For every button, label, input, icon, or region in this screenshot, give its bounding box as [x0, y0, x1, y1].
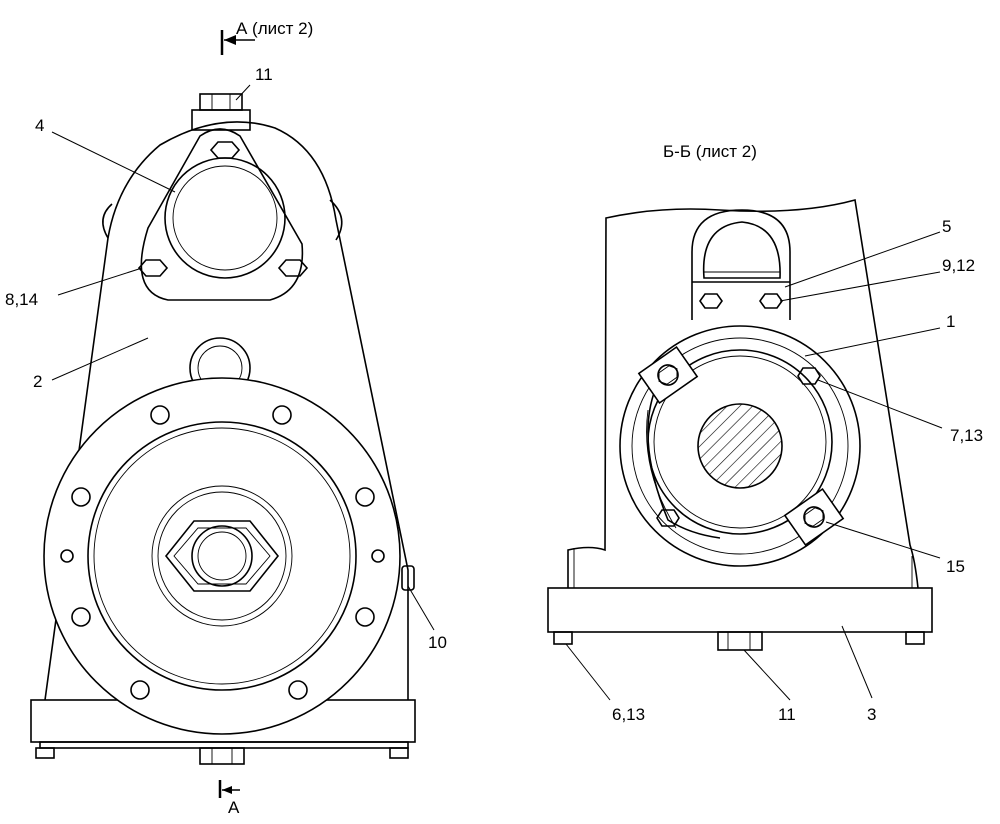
side-plug [401, 565, 415, 591]
main-flange [43, 377, 401, 735]
section-base [547, 587, 933, 633]
callout-front-11: 11 [255, 65, 273, 84]
flange-pilot [87, 421, 357, 691]
flange-bore-outer [164, 157, 286, 279]
housing-body [44, 121, 409, 701]
flange-holes [60, 405, 385, 700]
callout-front-4: 4 [35, 116, 44, 135]
callout-section-7-13: 7,13 [950, 426, 983, 445]
clamp-block-bottom [783, 487, 845, 547]
section-label-bottom: А [228, 798, 240, 817]
section-marker-bottom: А [218, 780, 240, 817]
front-view: А (лист 2) [5, 19, 447, 817]
callout-front-10: 10 [428, 633, 447, 652]
callout-section-9-12: 9,12 [942, 256, 975, 275]
callout-section-6-13: 6,13 [612, 705, 645, 724]
flange-bolt-right [277, 259, 309, 277]
triangular-flange [140, 128, 304, 301]
flange-bore-inner [172, 165, 278, 271]
callout-section-15: 15 [946, 557, 965, 576]
section-view: Б-Б (лист 2) [547, 142, 983, 724]
callout-front-2: 2 [33, 372, 42, 391]
shaft-section [697, 403, 783, 489]
shaft-end-outer [191, 525, 253, 587]
clamp-block-top [637, 345, 699, 405]
cover-outer [151, 485, 293, 627]
callout-section-11: 11 [778, 705, 796, 724]
section-housing [567, 198, 919, 589]
callout-section-1: 1 [946, 312, 955, 331]
callout-section-5: 5 [942, 217, 951, 236]
flange-bolt-left [137, 259, 169, 277]
callout-front-8-14: 8,14 [5, 290, 38, 309]
section-marker-top: А (лист 2) [220, 19, 313, 55]
section-base-bolts [553, 631, 925, 651]
center-nut [164, 520, 280, 592]
base-bolts [35, 747, 409, 765]
housing-bore [619, 325, 861, 567]
flange-bolt-top [209, 141, 241, 159]
callout-section-3: 3 [867, 705, 876, 724]
section-label-top: А (лист 2) [236, 19, 313, 38]
lug-holder [691, 209, 791, 320]
section-view-title: Б-Б (лист 2) [663, 142, 757, 161]
